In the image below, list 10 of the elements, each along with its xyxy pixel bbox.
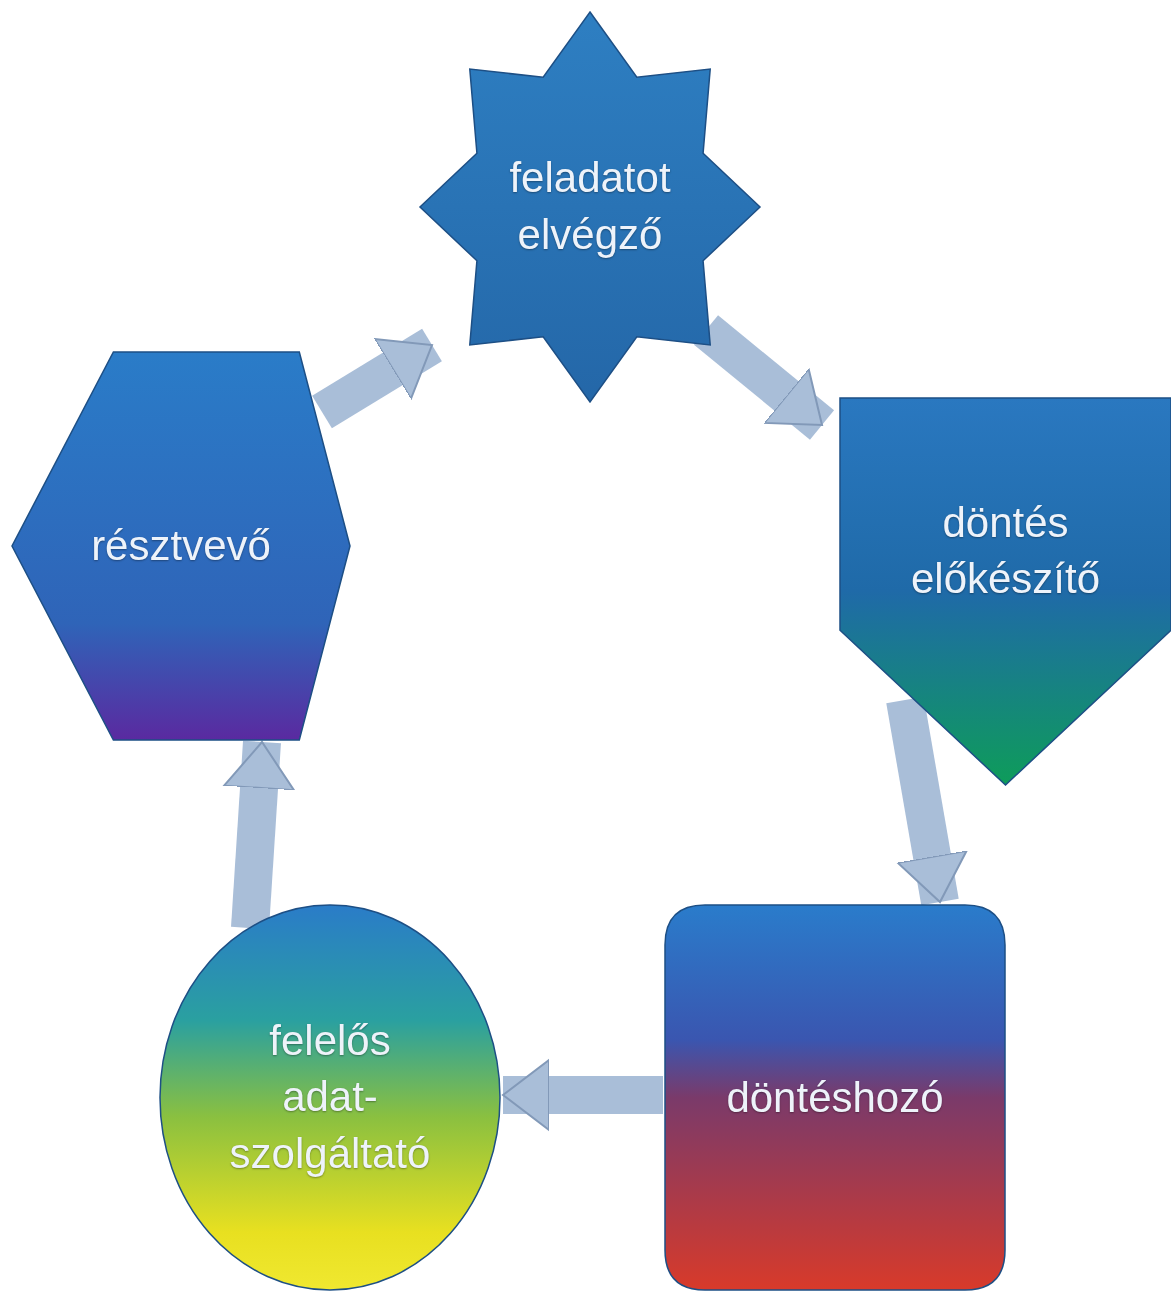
block-arrow: [502, 1059, 663, 1131]
node-label: döntés előkészítő: [909, 497, 1102, 605]
block-arrow: [223, 740, 295, 930]
block-arrow: [312, 328, 442, 429]
block-arrow: [693, 315, 835, 440]
node-label: felelős adat-szolgáltató: [228, 1015, 432, 1179]
node-label: résztvevő: [90, 520, 272, 571]
node-label: döntéshozó: [725, 1072, 945, 1123]
node-label: feladatot elvégző: [508, 153, 672, 260]
block-arrow: [886, 696, 968, 906]
